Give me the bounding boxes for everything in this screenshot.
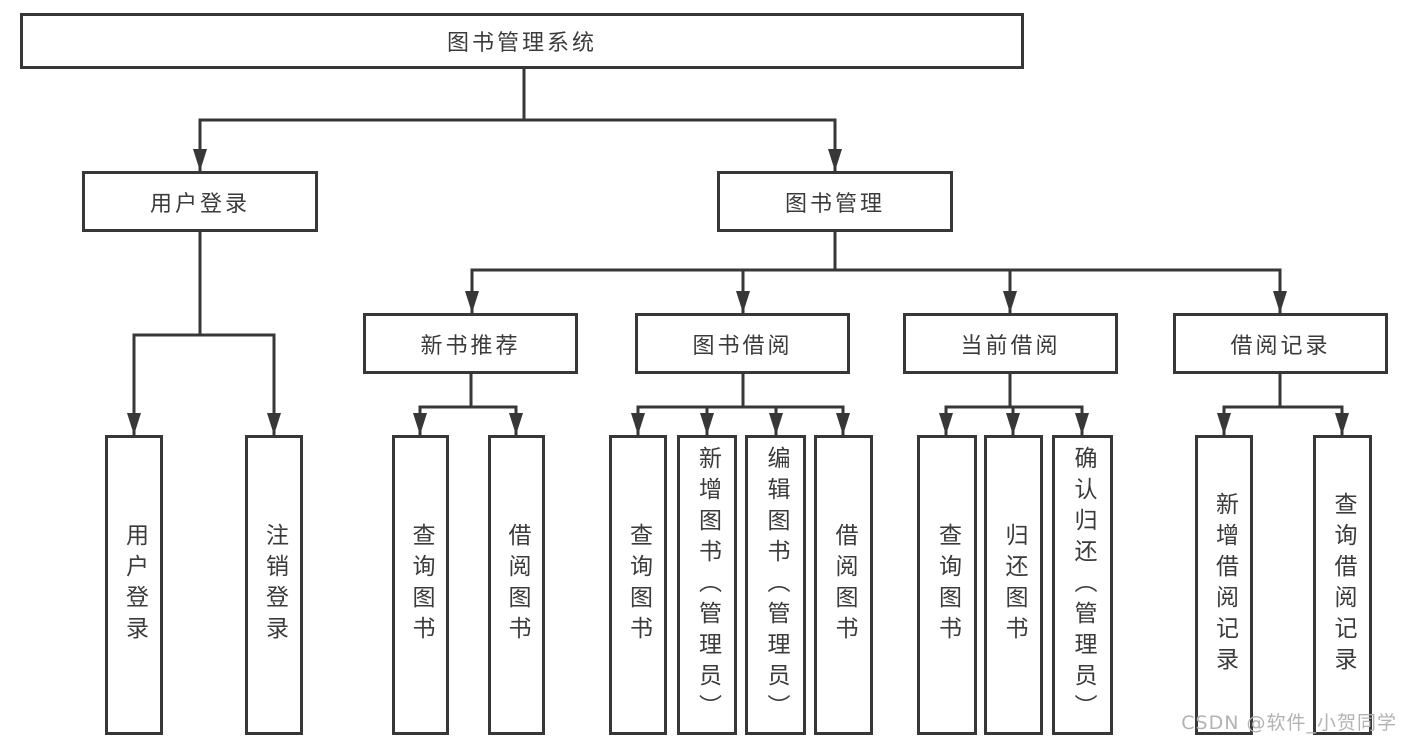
node-label: 用户登录 — [121, 523, 148, 647]
node-label: 查询图书 — [408, 523, 434, 647]
node-library-management-system: 图书管理系统 — [20, 13, 1024, 69]
node-edit-book-admin: 编辑图书（管理员） — [745, 435, 806, 735]
arrowhead-icon — [1335, 413, 1349, 435]
arrowhead-icon — [1273, 291, 1287, 313]
arrowhead-icon — [413, 413, 427, 435]
node-query-books-borrowing: 查询图书 — [609, 435, 667, 735]
node-label: 借阅记录 — [1230, 333, 1331, 359]
arrowhead-icon — [736, 291, 750, 313]
arrowhead-icon — [836, 413, 850, 435]
node-add-book-admin: 新增图书（管理员） — [677, 435, 737, 735]
arrowhead-icon — [1217, 413, 1231, 435]
node-book-borrowing: 图书借阅 — [635, 313, 850, 374]
node-query-books-current: 查询图书 — [917, 435, 977, 735]
node-book-management: 图书管理 — [717, 171, 953, 232]
node-label: 查询借阅记录 — [1330, 492, 1356, 678]
node-new-book-recommend: 新书推荐 — [363, 313, 578, 374]
node-label: 图书管理系统 — [446, 31, 597, 56]
node-label: 图书管理 — [784, 191, 885, 217]
node-borrowing-records: 借阅记录 — [1173, 313, 1388, 374]
arrowhead-icon — [509, 413, 523, 435]
node-add-borrow-record: 新增借阅记录 — [1195, 435, 1253, 735]
node-label: 查询图书 — [625, 523, 652, 647]
arrowhead-icon — [828, 149, 842, 171]
node-label: 新书推荐 — [420, 333, 521, 359]
arrowhead-icon — [193, 149, 207, 171]
node-label: 用户登录 — [149, 191, 250, 217]
node-confirm-return-admin: 确认归还（管理员） — [1052, 435, 1113, 735]
node-logout: 注销登录 — [245, 435, 303, 735]
node-return-books: 归还图书 — [984, 435, 1043, 735]
node-label: 新增借阅记录 — [1211, 492, 1238, 678]
arrowhead-icon — [1003, 291, 1017, 313]
arrowhead-icon — [939, 413, 953, 435]
arrowhead-icon — [1006, 413, 1020, 435]
node-label: 借阅图书 — [831, 523, 857, 647]
node-label: 新增图书（管理员） — [694, 445, 721, 725]
arrowhead-icon — [769, 413, 783, 435]
node-label: 图书借阅 — [692, 333, 793, 359]
csdn-watermark: CSDN @软件_小贺同学 — [1181, 712, 1397, 734]
node-query-books-recommend: 查询图书 — [392, 435, 449, 735]
arrowhead-icon — [127, 413, 141, 435]
node-borrow-books-recommend: 借阅图书 — [488, 435, 545, 735]
node-user-login-leaf: 用户登录 — [105, 435, 163, 735]
arrowhead-icon — [631, 413, 645, 435]
node-label: 当前借阅 — [960, 333, 1061, 359]
arrowhead-icon — [1075, 413, 1089, 435]
node-label: 归还图书 — [1001, 523, 1027, 647]
arrowhead-icon — [267, 413, 281, 435]
node-borrow-books-borrowing: 借阅图书 — [814, 435, 873, 735]
node-label: 查询图书 — [934, 523, 961, 647]
node-query-borrow-record: 查询借阅记录 — [1313, 435, 1372, 735]
node-user-login: 用户登录 — [82, 171, 318, 232]
node-label: 借阅图书 — [504, 523, 530, 647]
connector-path — [132, 69, 1344, 435]
node-label: 确认归还（管理员） — [1070, 445, 1096, 725]
node-label: 编辑图书（管理员） — [763, 445, 789, 725]
node-current-borrowing: 当前借阅 — [903, 313, 1118, 374]
arrowhead-icon — [700, 413, 714, 435]
node-label: 注销登录 — [261, 523, 288, 647]
arrowhead-icon — [465, 291, 479, 313]
